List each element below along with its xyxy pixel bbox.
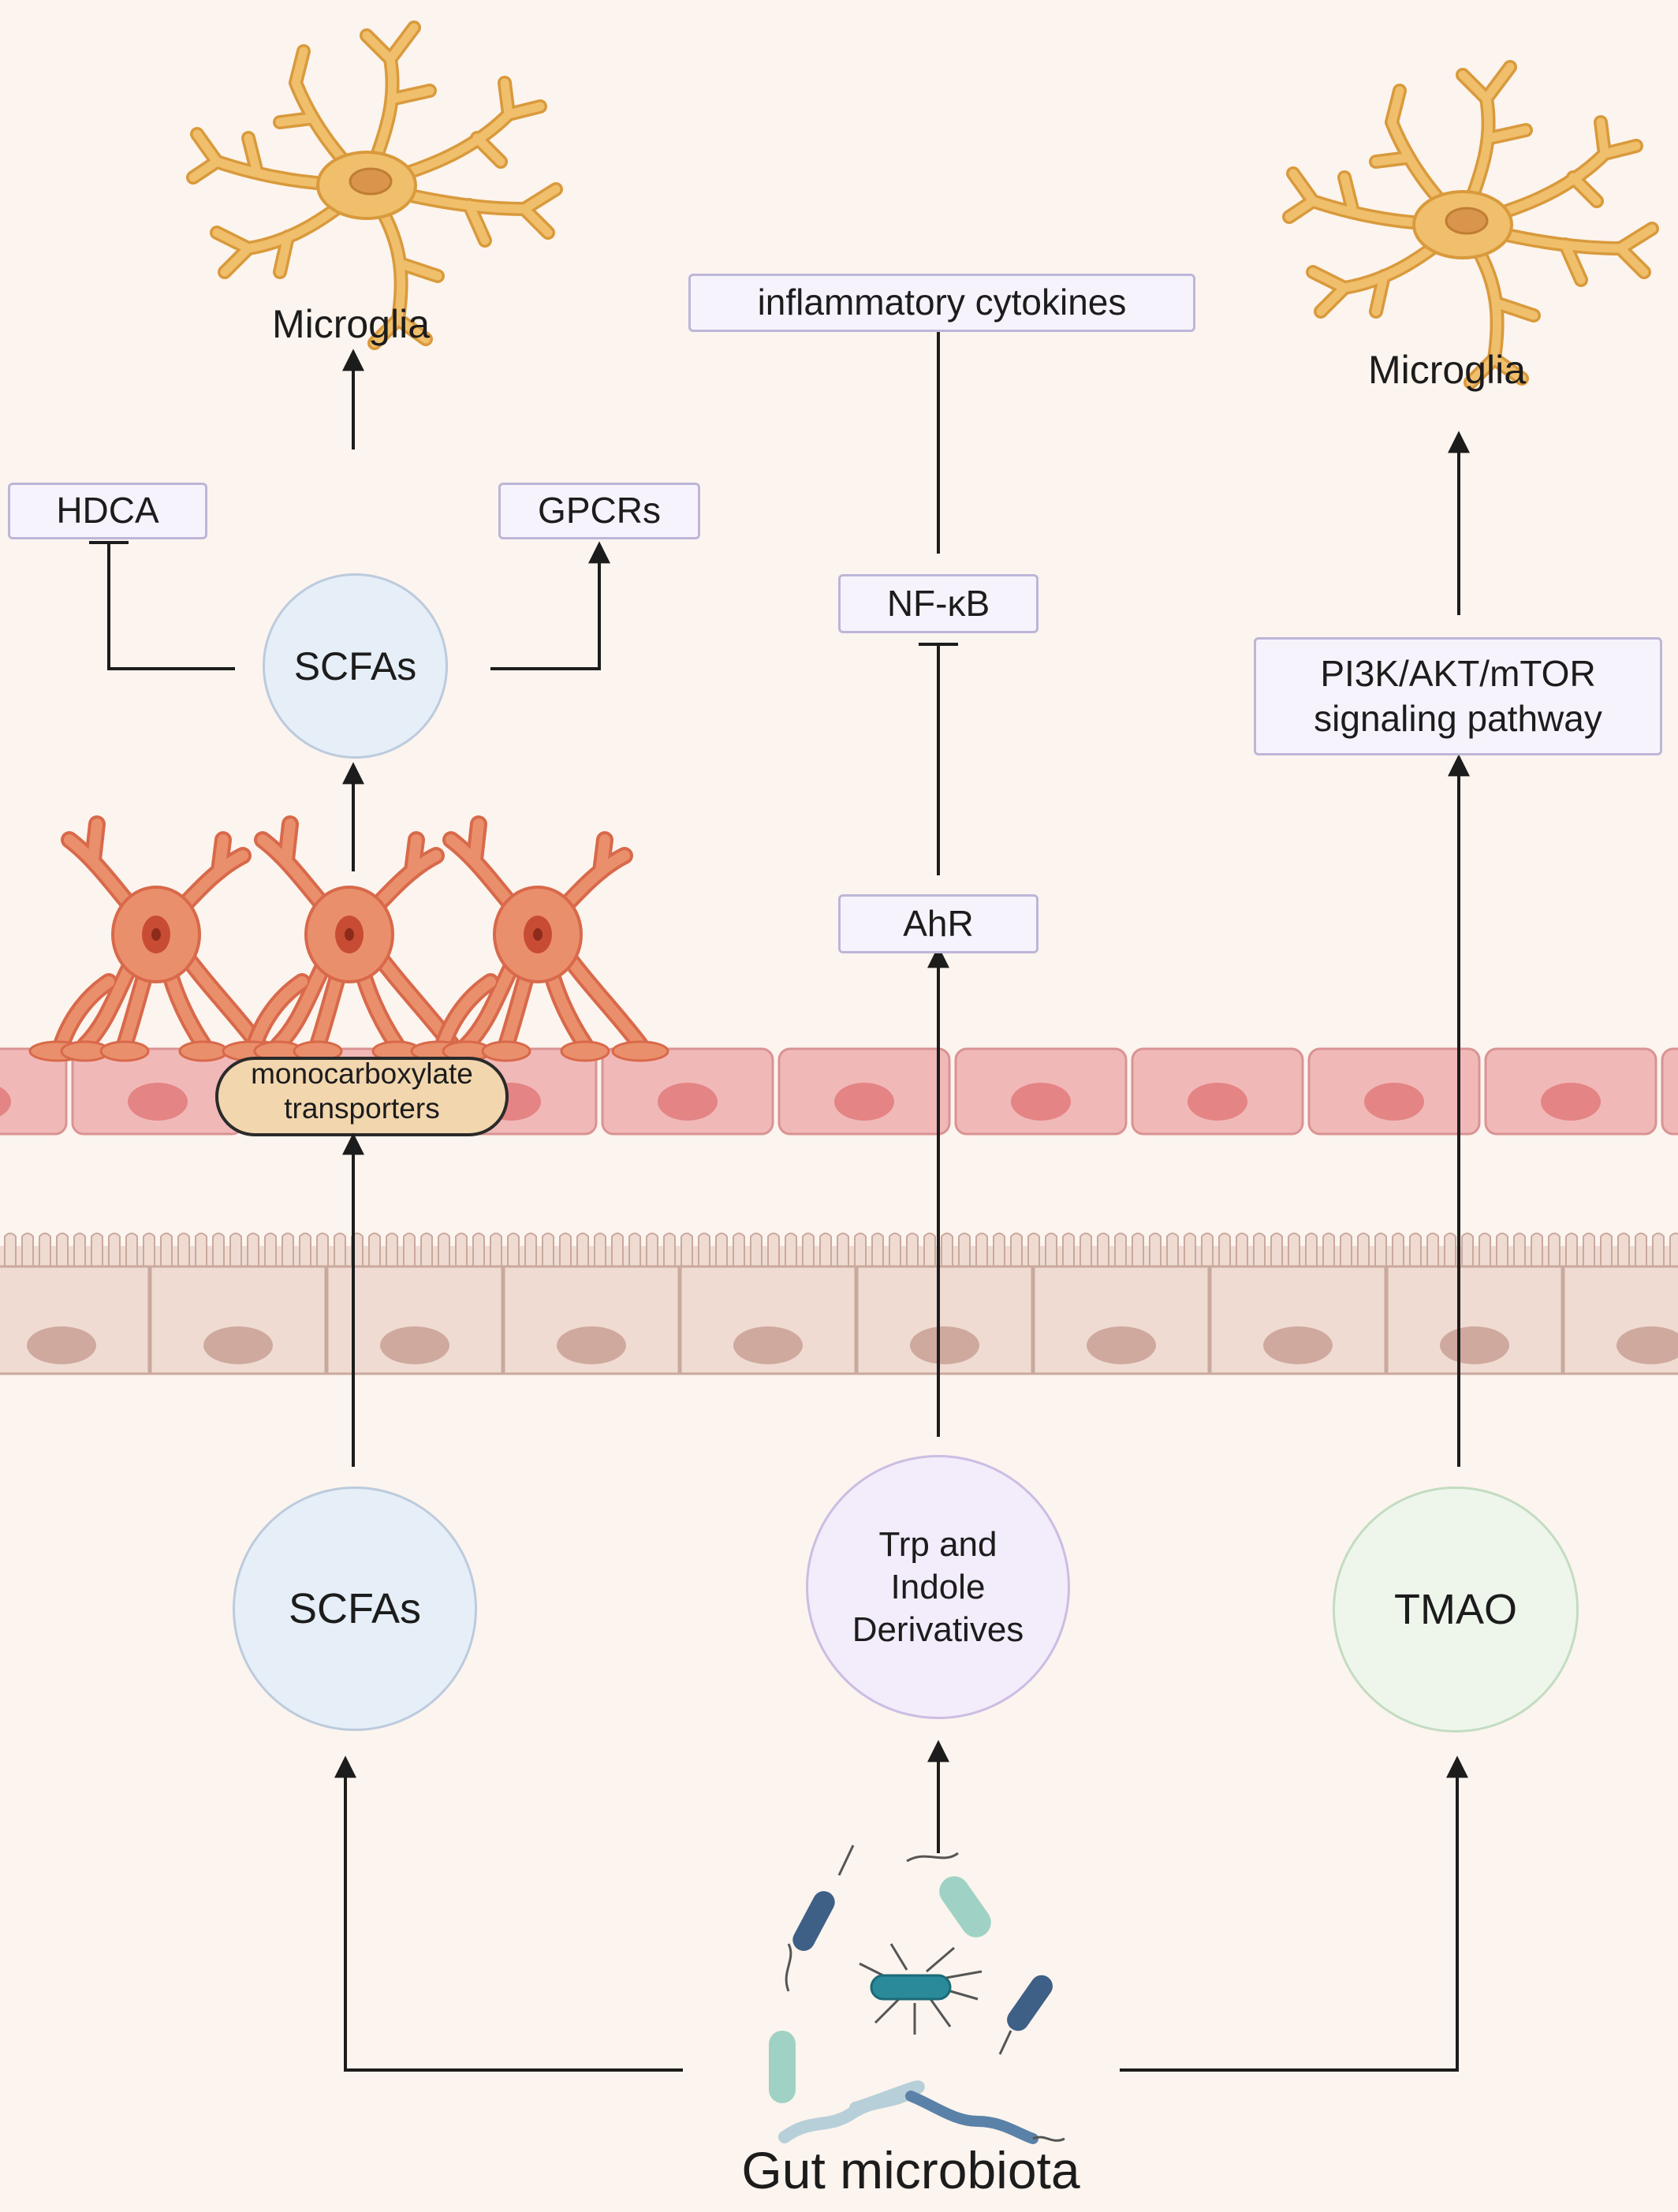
astrocyte-cell <box>30 824 286 1061</box>
endothelial-nucleus <box>1364 1083 1424 1121</box>
endothelial-nucleus <box>1188 1083 1247 1121</box>
bacterium-spirochete-blue <box>905 2091 1065 2144</box>
microglia-cell-right <box>1289 67 1652 382</box>
astrocyte-group <box>30 824 668 1061</box>
trp-line3: Derivatives <box>852 1610 1024 1649</box>
gpcrs-box: GPCRs <box>498 483 700 539</box>
epithelial-nucleus <box>910 1326 979 1364</box>
tmao-label: TMAO <box>1394 1586 1517 1633</box>
endothelial-cell <box>0 1047 68 1136</box>
epithelial-nucleus <box>380 1326 449 1364</box>
microvilli <box>4 1233 1678 1268</box>
astrocyte-cell <box>223 824 479 1061</box>
pi3k-box: PI3K/AKT/mTOR signaling pathway <box>1254 637 1662 755</box>
endothelial-nucleus <box>658 1083 718 1121</box>
pi3k-line2: signaling pathway <box>1314 698 1602 739</box>
arrow-gut-to-scfas <box>334 1755 683 2072</box>
arrow-gut-to-tmao <box>1120 1755 1468 2072</box>
endothelial-nucleus <box>128 1083 188 1121</box>
transporter-label: monocarboxylate transporters <box>217 1057 507 1126</box>
hdca-box: HDCA <box>8 483 207 539</box>
epithelial-nucleus <box>1616 1326 1678 1364</box>
trp-line2: Indole <box>890 1567 986 1606</box>
epithelial-nucleus <box>1440 1326 1509 1364</box>
inflammatory-cytokines-box: inflammatory cytokines <box>688 274 1195 332</box>
trp-circle: Trp and Indole Derivatives <box>806 1455 1070 1719</box>
scfas-gut-label: SCFAs <box>288 1585 422 1632</box>
epithelial-nucleus <box>733 1326 803 1364</box>
astrocyte-cell <box>412 824 668 1061</box>
epithelial-nucleus <box>1263 1326 1333 1364</box>
epithelial-nucleus <box>203 1326 273 1364</box>
bacterium-green-left <box>769 1943 796 2103</box>
trp-line1: Trp and <box>878 1524 997 1564</box>
intestinal-epithelium <box>0 1233 1678 1375</box>
endothelial-nucleus <box>0 1087 11 1117</box>
tmao-circle: TMAO <box>1333 1486 1579 1733</box>
bacterium-teal-flagellated <box>859 1943 983 2035</box>
connectors <box>89 300 1470 2072</box>
endothelial-nucleus <box>1011 1083 1071 1121</box>
epithelial-nucleus <box>1087 1326 1156 1364</box>
bacteria-cluster <box>769 1845 1065 2144</box>
ahr-box: AhR <box>838 894 1038 953</box>
epithelial-nucleus <box>27 1326 96 1364</box>
endothelial-cell <box>1661 1047 1678 1136</box>
nfkb-box: NF-κB <box>838 574 1038 633</box>
bacterium-spirochete-pale <box>778 2080 925 2143</box>
bacterium-blue-rod <box>792 1845 855 1951</box>
bacterium-green-curved <box>906 1852 991 1938</box>
bacterium-navy-rod <box>998 1975 1053 2055</box>
transporter-line1: monocarboxylate <box>251 1058 473 1090</box>
scfas-brain-circle: SCFAs <box>263 573 448 759</box>
arrow-scfas-to-gpcrs <box>490 541 610 670</box>
endothelial-nucleus <box>1541 1083 1601 1121</box>
inhibit-scfas-hdca <box>107 543 235 670</box>
microglia-label-right: Microglia <box>1367 348 1527 392</box>
gut-microbiota-label: Gut microbiota <box>741 2141 1080 2199</box>
scfas-brain-label: SCFAs <box>293 643 417 688</box>
endothelial-nucleus <box>834 1083 894 1121</box>
microglia-label-left: Microglia <box>271 302 431 346</box>
epithelial-nucleus <box>557 1326 626 1364</box>
transporter-line2: transporters <box>284 1092 440 1125</box>
microglia-cell-left <box>193 28 556 343</box>
scfas-gut-circle: SCFAs <box>233 1486 477 1731</box>
pi3k-line1: PI3K/AKT/mTOR <box>1320 652 1596 694</box>
